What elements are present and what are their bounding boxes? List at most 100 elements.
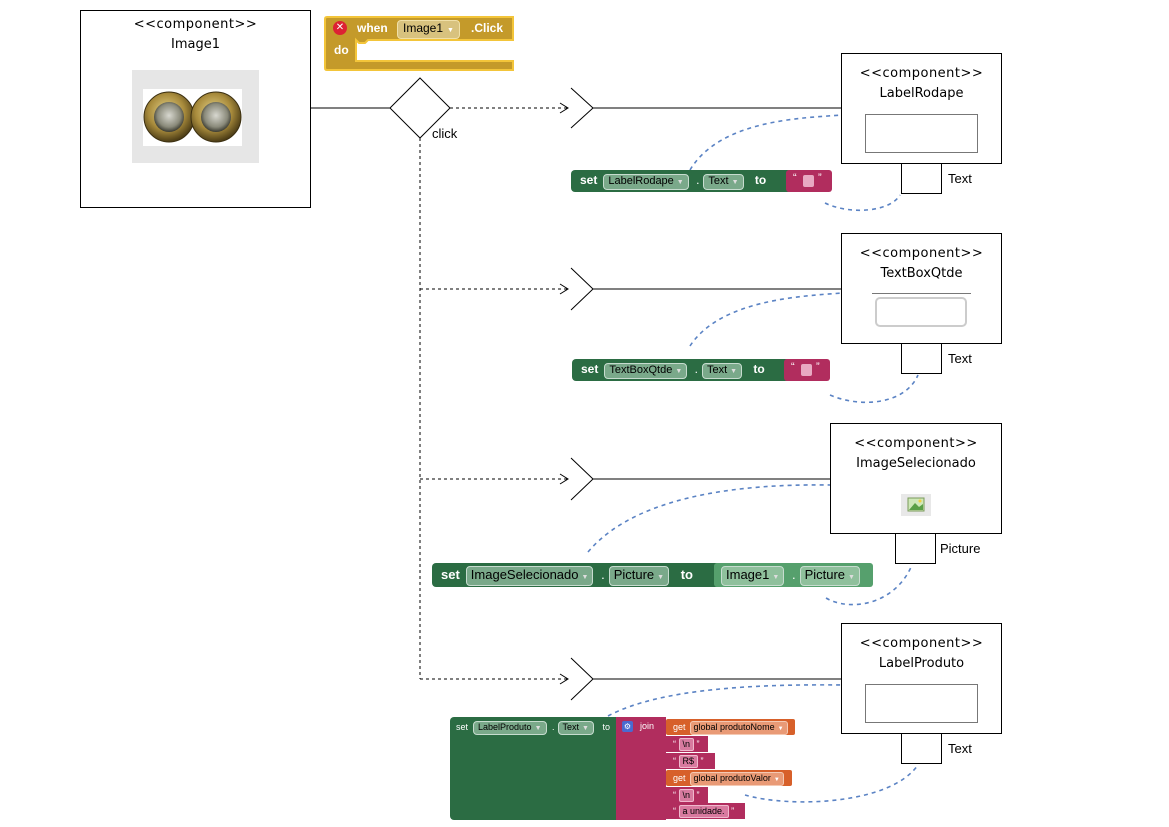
port-image-selecionado-picture[interactable] [895, 533, 936, 564]
component-dropdown[interactable]: LabelRodape▼ [603, 174, 689, 190]
quote-close: ” [731, 806, 735, 816]
component-name: LabelProduto [878, 656, 965, 671]
chevron-down-icon: ▼ [731, 179, 739, 186]
divider [872, 293, 971, 294]
text-empty-block[interactable]: “ ” [784, 359, 830, 381]
port-label: Picture [940, 541, 981, 556]
property-dropdown-label: Text [562, 722, 580, 732]
chevron-down-icon: ▼ [730, 368, 738, 375]
text-value-field[interactable]: \n [678, 789, 695, 802]
label-preview [865, 684, 978, 723]
empty-text-field[interactable] [801, 364, 812, 376]
component-dropdown-label: LabelProduto [478, 722, 532, 732]
component-textbox-qtde[interactable]: <<component>> TextBoxQtde [841, 233, 1002, 344]
component-name: ImageSelecionado [856, 456, 976, 471]
text-rs-block[interactable]: “ R$ ” [666, 753, 715, 769]
chevron-down-icon: ▼ [676, 179, 684, 186]
get-keyword: get [673, 722, 686, 732]
quote-open: “ [793, 172, 797, 184]
stereotype-label: <<component>> [859, 636, 984, 651]
text-value-field[interactable]: a unidade. [678, 805, 729, 818]
component-dropdown[interactable]: ImageSelecionado▼ [465, 566, 594, 586]
port-label-rodape-text[interactable] [901, 163, 942, 194]
property-dropdown-label: Picture [613, 567, 655, 582]
property-dropdown[interactable]: Picture▼ [608, 566, 670, 586]
quote-open: “ [673, 739, 676, 749]
quote-open: “ [673, 756, 676, 766]
component-dropdown[interactable]: LabelProduto▼ [473, 721, 547, 735]
chevron-down-icon: ▼ [581, 574, 589, 581]
quote-close: ” [818, 172, 822, 184]
property-dropdown-label: Picture [804, 567, 846, 582]
component-dropdown[interactable]: Image1▼ [721, 566, 785, 586]
component-name: LabelRodape [879, 86, 964, 101]
quote-open: “ [673, 790, 676, 800]
coin-graphic [143, 89, 242, 146]
variable-dropdown[interactable]: global produtoNome▼ [689, 721, 788, 735]
label-preview [865, 114, 978, 153]
chevron-down-icon: ▼ [447, 27, 454, 34]
set-keyword: set [581, 362, 599, 376]
chevron-down-icon: ▼ [848, 574, 855, 581]
property-dropdown[interactable]: Text▼ [703, 174, 744, 190]
component-name: Image1 [171, 37, 220, 52]
text-newline-block[interactable]: “ \n ” [666, 787, 708, 803]
chevron-down-icon: ▼ [534, 725, 542, 732]
port-textbox-qtde-text[interactable] [901, 343, 942, 374]
property-dropdown[interactable]: Picture▼ [799, 566, 860, 586]
component-dropdown-label: ImageSelecionado [470, 567, 579, 582]
dot-label: . [791, 567, 796, 582]
component-dropdown[interactable]: TextBoxQtde▼ [604, 363, 688, 379]
image-placeholder-icon [901, 494, 931, 516]
event-block-image1-click[interactable]: ✕ when Image1▼ .Click do [323, 15, 515, 72]
component-image-selecionado[interactable]: <<component>> ImageSelecionado [830, 423, 1002, 534]
component-label-rodape[interactable]: <<component>> LabelRodape [841, 53, 1002, 164]
quote-open: “ [673, 806, 676, 816]
port-label: Text [948, 741, 972, 756]
dot-label: . [601, 567, 605, 582]
text-value-field[interactable]: \n [678, 738, 695, 751]
text-unidade-block[interactable]: “ a unidade. ” [666, 803, 745, 819]
property-dropdown-label: Text [708, 175, 729, 187]
text-value-field[interactable]: R$ [678, 755, 699, 768]
property-dropdown[interactable]: Text▼ [557, 721, 594, 735]
component-image1[interactable]: <<component>> Image1 [80, 10, 311, 208]
to-keyword: to [602, 722, 611, 732]
join-block[interactable]: ⚙ join [616, 717, 666, 820]
chevron-down-icon: ▼ [772, 574, 780, 581]
component-dropdown-label: TextBoxQtde [609, 364, 673, 376]
stereotype-label: <<component>> [133, 17, 258, 32]
component-dropdown-label: Image1 [726, 567, 770, 582]
get-keyword: get [673, 773, 686, 783]
port-label-produto-text[interactable] [901, 733, 942, 764]
stereotype-label: <<component>> [859, 246, 984, 261]
property-dropdown[interactable]: Text▼ [701, 363, 743, 379]
event-component-dropdown[interactable]: Image1▼ [397, 20, 460, 39]
set-keyword: set [441, 567, 460, 582]
dot-label: . [552, 722, 555, 732]
text-empty-block[interactable]: “ ” [786, 170, 832, 192]
close-icon[interactable]: ✕ [333, 21, 347, 35]
variable-dropdown[interactable]: global produtoValor▼ [689, 772, 784, 786]
quote-open: “ [791, 361, 795, 373]
property-dropdown-label: Text [706, 364, 728, 376]
empty-text-field[interactable] [803, 175, 814, 187]
to-keyword: to [680, 567, 693, 582]
gear-icon[interactable]: ⚙ [622, 721, 633, 732]
text-newline-block[interactable]: “ \n ” [666, 736, 708, 752]
event-when-label: when [357, 21, 388, 35]
stereotype-label: <<component>> [859, 66, 984, 81]
chevron-down-icon: ▼ [777, 726, 784, 732]
event-block-shape [324, 16, 514, 71]
variable-dropdown-label: global produtoNome [693, 722, 775, 732]
component-label-produto[interactable]: <<component>> LabelProduto [841, 623, 1002, 734]
set-keyword: set [456, 722, 469, 732]
get-image1-picture-block[interactable]: Image1▼ .Picture▼ [714, 563, 873, 587]
